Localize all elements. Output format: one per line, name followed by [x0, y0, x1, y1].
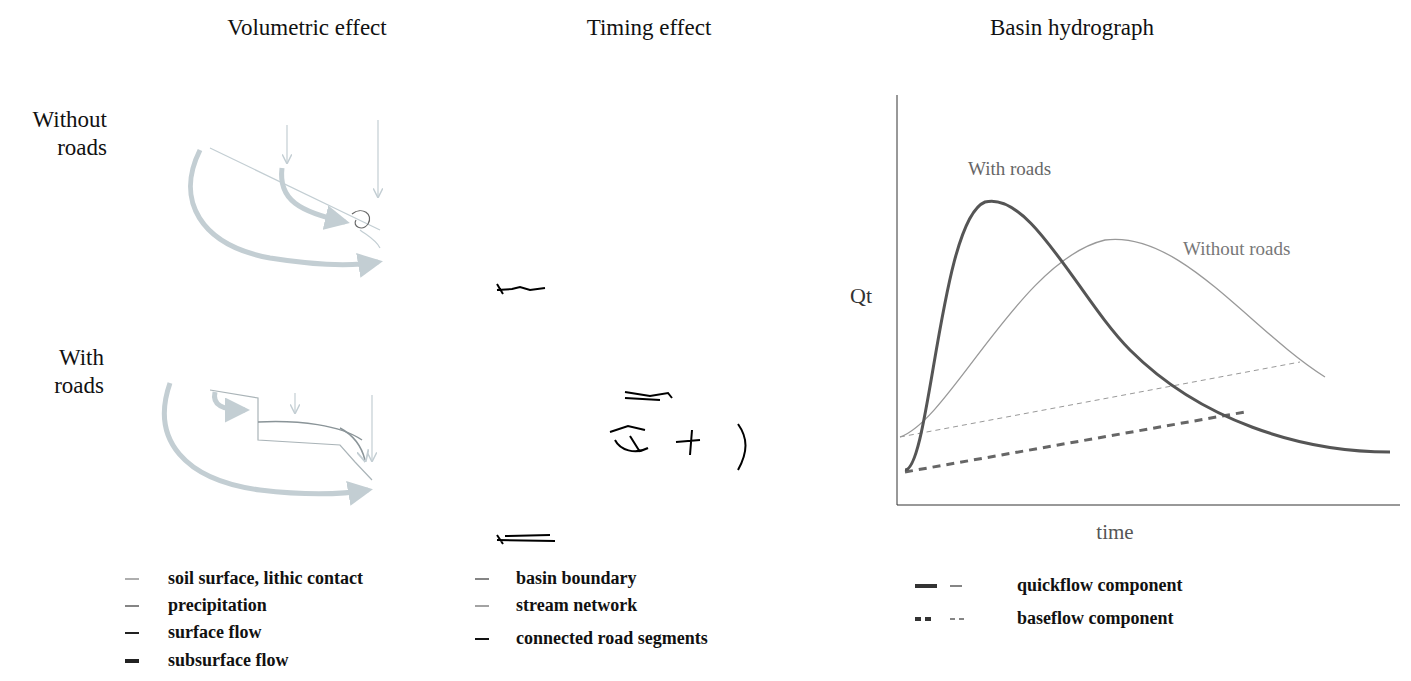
- axis-label: Qt: [850, 283, 872, 309]
- hydrograph: [897, 95, 1400, 505]
- legend-text: baseflow component: [1017, 608, 1174, 630]
- legend-sample: [915, 576, 975, 596]
- legend-text: precipitation: [168, 595, 267, 617]
- legend-text: soil surface, lithic contact: [168, 568, 363, 590]
- slope-with-roads: [164, 383, 372, 494]
- column-heading: Timing effect: [587, 14, 712, 42]
- column-heading: Volumetric effect: [227, 14, 386, 42]
- legend-text: surface flow: [168, 622, 261, 644]
- axis-label: time: [1096, 520, 1133, 545]
- legend-text: stream network: [516, 595, 637, 617]
- legend-text: quickflow component: [1017, 575, 1183, 597]
- timing-sketch: [497, 284, 746, 544]
- column-heading: Basin hydrograph: [990, 14, 1154, 42]
- legend-text: basin boundary: [516, 568, 637, 590]
- row-heading: With roads: [34, 344, 104, 399]
- slope-without-roads: [191, 120, 380, 265]
- legend-text: subsurface flow: [168, 650, 289, 672]
- curve-label: Without roads: [1183, 238, 1290, 261]
- curve-label: With roads: [968, 158, 1051, 181]
- legend-sample: [915, 609, 975, 629]
- legend-text: connected road segments: [516, 628, 708, 650]
- row-heading: Without roads: [7, 106, 107, 161]
